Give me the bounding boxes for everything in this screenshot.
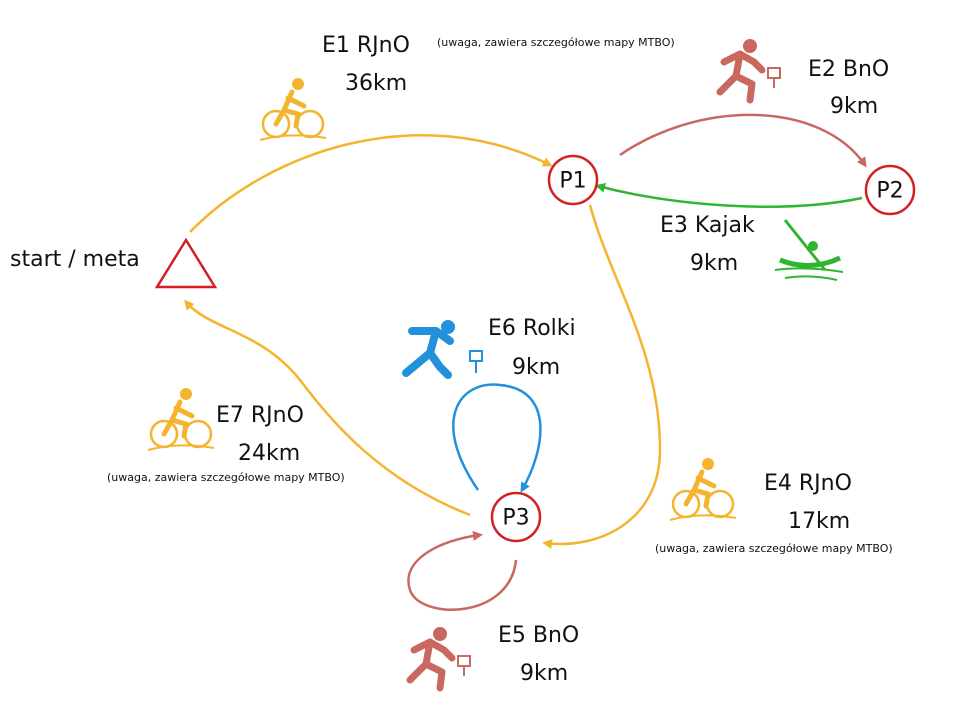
e6-name: E6 Rolki <box>488 316 576 341</box>
svg-text:P1: P1 <box>559 169 586 194</box>
bike-icon <box>148 388 214 450</box>
kayak-icon <box>774 219 844 281</box>
arrow-e3 <box>595 182 863 208</box>
arrow-e7 <box>184 299 471 517</box>
e1-name: E1 RJnO <box>322 33 410 58</box>
bike-icon <box>260 78 326 140</box>
e5-name: E5 BnO <box>498 623 579 648</box>
e3-name: E3 Kajak <box>660 213 755 238</box>
e3-distance: 9km <box>690 251 738 276</box>
arrow-e2 <box>619 113 867 168</box>
start-triangle <box>154 237 218 289</box>
e6-distance: 9km <box>512 355 560 380</box>
arrow-e1 <box>189 134 553 233</box>
node-p3: P3 <box>490 491 542 543</box>
runner-icon <box>720 39 780 100</box>
node-p1: P1 <box>547 154 599 206</box>
start-label: start / meta <box>10 247 140 272</box>
e7-note: (uwaga, zawiera szczegółowe mapy MTBO) <box>107 471 345 484</box>
e1-note: (uwaga, zawiera szczegółowe mapy MTBO) <box>437 36 675 49</box>
arrow-e6 <box>452 383 542 493</box>
e2-distance: 9km <box>830 94 878 119</box>
node-p2: P2 <box>864 164 916 216</box>
e7-name: E7 RJnO <box>216 403 304 428</box>
arrow-e4 <box>542 204 662 549</box>
runner-icon <box>410 627 470 688</box>
e1-distance: 36km <box>345 71 407 96</box>
e4-name: E4 RJnO <box>764 471 852 496</box>
e5-distance: 9km <box>520 661 568 686</box>
e2-name: E2 BnO <box>808 57 889 82</box>
svg-text:P2: P2 <box>876 179 903 204</box>
bike-icon <box>670 458 736 520</box>
arrow-e5 <box>407 530 518 611</box>
skater-icon <box>402 320 483 379</box>
e4-note: (uwaga, zawiera szczegółowe mapy MTBO) <box>655 542 893 555</box>
e4-distance: 17km <box>788 509 850 534</box>
svg-text:P3: P3 <box>502 506 529 531</box>
e7-distance: 24km <box>238 441 300 466</box>
